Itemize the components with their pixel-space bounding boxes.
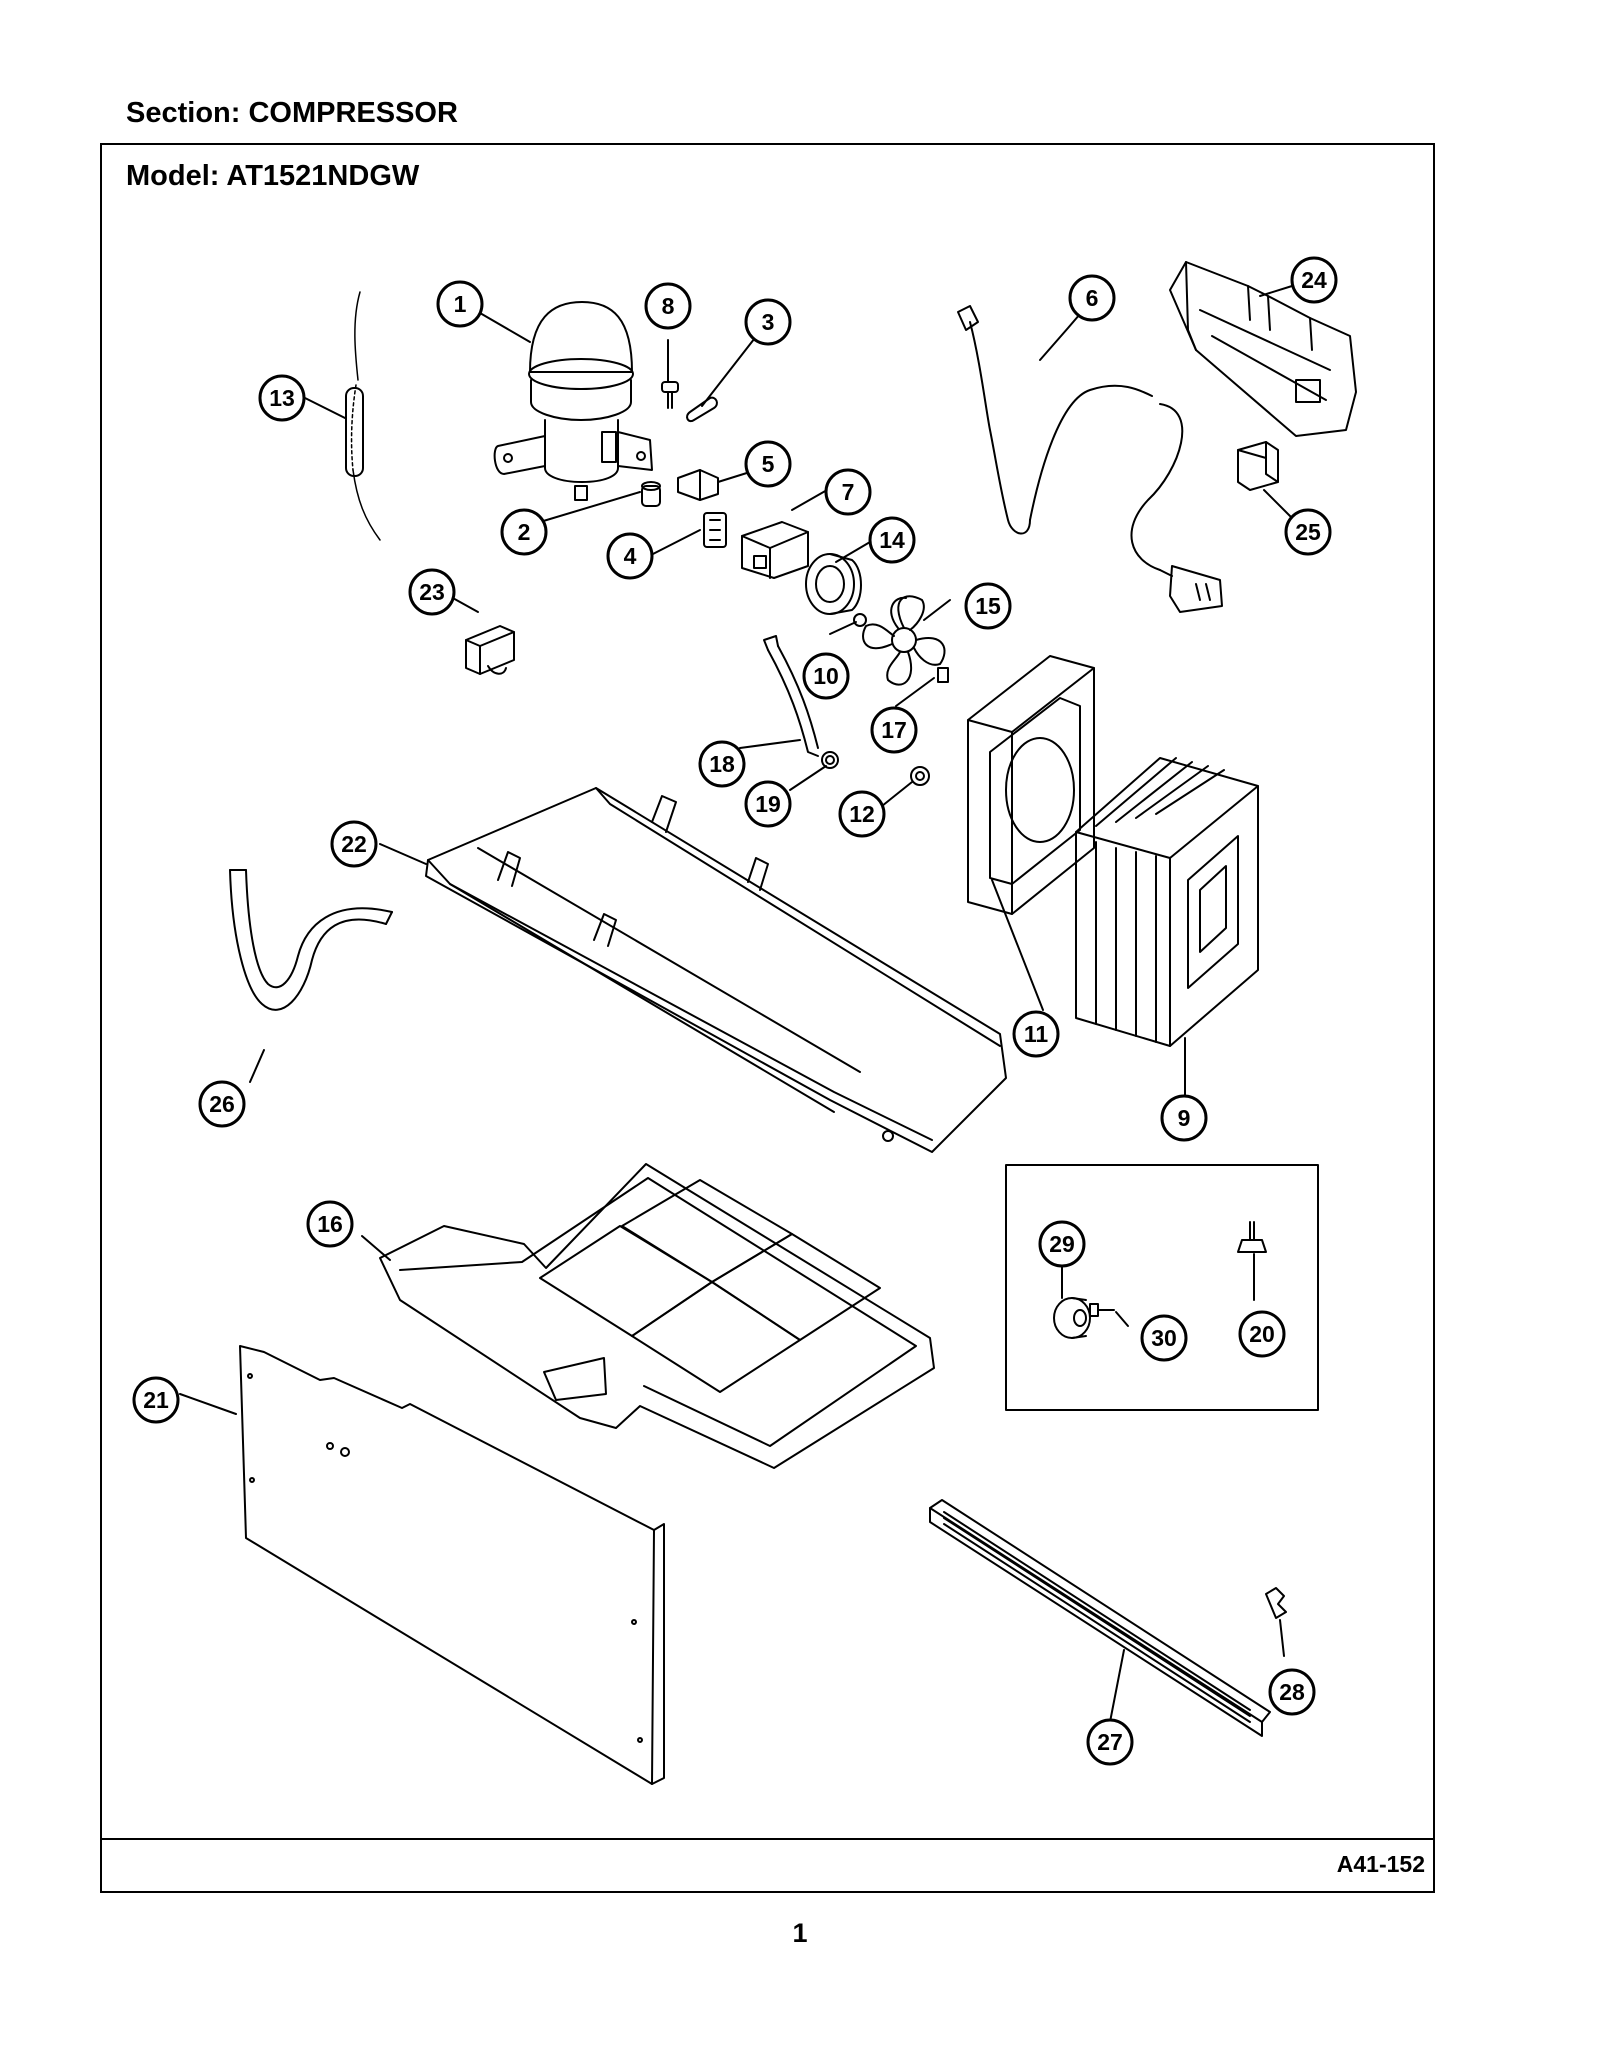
callout-label: 28 (1279, 1679, 1305, 1705)
part-overload (741, 521, 809, 579)
callout-label: 22 (341, 831, 367, 857)
callout-label: 12 (849, 801, 875, 827)
callout-label: 11 (1024, 1021, 1049, 1047)
part-clip (686, 396, 718, 422)
callout-label: 25 (1295, 519, 1321, 545)
part-switch (1237, 441, 1279, 491)
callout-18: 18 (698, 740, 746, 788)
part-mount-grommet (910, 766, 930, 786)
part-toe-grille (929, 1499, 1271, 1737)
callout-23: 23 (408, 568, 456, 616)
callout-label: 5 (762, 451, 775, 477)
part-relay (703, 512, 727, 548)
part-roller (1053, 1297, 1091, 1339)
part-drain-hose (229, 869, 393, 1011)
model-title: Model: AT1521NDGW (126, 160, 420, 192)
part-thermostat (465, 625, 515, 675)
callout-label: 23 (419, 579, 445, 605)
callout-8: 8 (644, 282, 692, 330)
part-compressor (493, 301, 653, 501)
inset-box (1005, 1164, 1319, 1411)
callout-4: 4 (606, 532, 654, 580)
callout-label: 19 (755, 791, 781, 817)
callout-13: 13 (258, 374, 306, 422)
callout-label: 15 (975, 593, 1001, 619)
part-fan-shroud (967, 655, 1095, 915)
callout-20: 20 (1238, 1310, 1286, 1358)
callout-label: 26 (209, 1091, 235, 1117)
callout-2: 2 (500, 508, 548, 556)
part-access-panel (239, 1345, 665, 1785)
callout-7: 7 (824, 468, 872, 516)
callout-label: 13 (269, 385, 295, 411)
callout-17: 17 (870, 706, 918, 754)
part-fan-motor (805, 553, 862, 615)
part-nut (853, 613, 867, 627)
callout-label: 24 (1301, 267, 1327, 293)
callout-25: 25 (1284, 508, 1332, 556)
callout-16: 16 (306, 1200, 354, 1248)
callout-26: 26 (198, 1080, 246, 1128)
callout-19: 19 (744, 780, 792, 828)
callout-label: 17 (881, 717, 907, 743)
callout-6: 6 (1068, 274, 1116, 322)
part-drain-pan (379, 1163, 935, 1469)
callout-30: 30 (1140, 1314, 1188, 1362)
part-screw (661, 381, 679, 409)
callout-29: 29 (1038, 1220, 1086, 1268)
reference-code: A41-152 (1336, 1851, 1425, 1877)
callout-5: 5 (744, 440, 792, 488)
callout-label: 3 (762, 309, 775, 335)
callout-label: 4 (624, 543, 637, 569)
callout-label: 29 (1049, 1231, 1075, 1257)
callout-label: 18 (709, 751, 735, 777)
callout-11: 11 (1012, 1010, 1060, 1058)
part-roller-screw (1089, 1303, 1115, 1317)
part-leveling-leg (1237, 1221, 1267, 1253)
section-title: Section: COMPRESSOR (126, 97, 458, 129)
part-grille-clip (1265, 1587, 1287, 1619)
callout-label: 14 (879, 527, 905, 553)
diagram-frame (100, 143, 1435, 1893)
callout-15: 15 (964, 582, 1012, 630)
callout-label: 16 (317, 1211, 343, 1237)
callout-label: 10 (813, 663, 839, 689)
part-grommet (641, 481, 661, 507)
callout-label: 30 (1151, 1325, 1177, 1351)
callout-21: 21 (132, 1376, 180, 1424)
callout-label: 7 (842, 479, 855, 505)
callout-22: 22 (330, 820, 378, 868)
callout-label: 2 (518, 519, 531, 545)
footer-divider (100, 1838, 1435, 1840)
callout-label: 9 (1178, 1105, 1191, 1131)
callout-28: 28 (1268, 1668, 1316, 1716)
callout-label: 8 (662, 293, 675, 319)
callout-label: 27 (1097, 1729, 1123, 1755)
callout-14: 14 (868, 516, 916, 564)
part-drier (345, 291, 381, 541)
callout-27: 27 (1086, 1718, 1134, 1766)
callout-10: 10 (802, 652, 850, 700)
part-condenser (1075, 757, 1259, 1047)
callout-label: 21 (143, 1387, 169, 1413)
part-motor-bracket (763, 635, 819, 757)
part-bracket-grommet (821, 751, 839, 769)
part-base-pan (425, 787, 1007, 1153)
callout-label: 1 (454, 291, 467, 317)
callout-label: 6 (1086, 285, 1099, 311)
callout-3: 3 (744, 298, 792, 346)
callout-24: 24 (1290, 256, 1338, 304)
page-number: 1 (792, 1918, 808, 1948)
part-cord-cover (1169, 261, 1357, 437)
callout-label: 20 (1249, 1321, 1275, 1347)
callout-1: 1 (436, 280, 484, 328)
part-bracket (677, 469, 719, 501)
callout-9: 9 (1160, 1094, 1208, 1142)
part-power-cord (957, 305, 1223, 613)
callout-12: 12 (838, 790, 886, 838)
part-fan-blade (862, 595, 946, 686)
part-fan-clip (937, 667, 949, 683)
